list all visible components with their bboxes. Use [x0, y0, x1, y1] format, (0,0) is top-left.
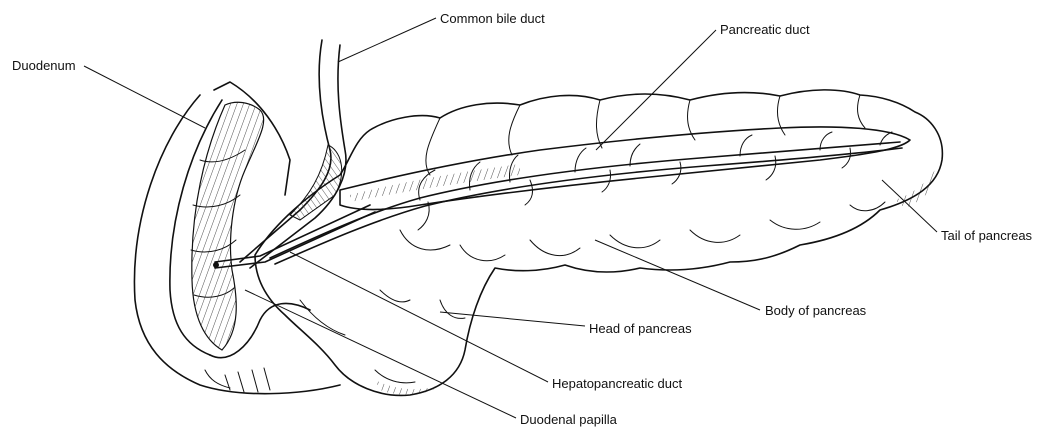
duodenum-shape — [134, 82, 340, 394]
label-pancreatic-duct: Pancreatic duct — [720, 22, 810, 37]
label-duodenal-papilla: Duodenal papilla — [520, 412, 617, 427]
label-duodenum: Duodenum — [12, 58, 76, 73]
label-body-of-pancreas: Body of pancreas — [765, 303, 866, 318]
pancreatic-duct-shape — [270, 127, 910, 264]
label-tail-of-pancreas: Tail of pancreas — [941, 228, 1032, 243]
label-common-bile-duct: Common bile duct — [440, 11, 545, 26]
label-hepatopancreatic-duct: Hepatopancreatic duct — [552, 376, 682, 391]
pancreas-shape — [255, 90, 942, 396]
label-head-of-pancreas: Head of pancreas — [589, 321, 692, 336]
common-bile-duct-shape — [240, 40, 346, 268]
